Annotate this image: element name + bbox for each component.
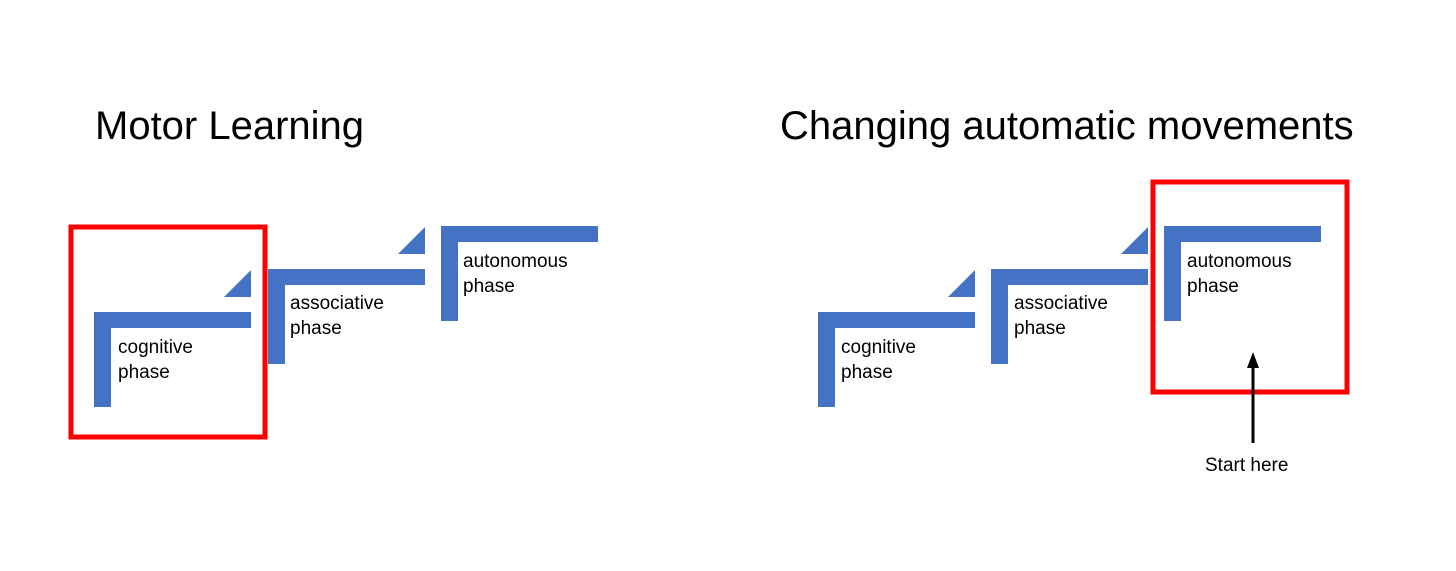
left-step-associative-line2: phase xyxy=(290,318,342,339)
right-step-cognitive-line1: cognitive xyxy=(841,337,916,358)
right-step-connector-1 xyxy=(948,270,975,297)
right-step-associative-line2: phase xyxy=(1014,318,1066,339)
left-step-cognitive-line1: cognitive xyxy=(118,337,193,358)
left-step-associative-shape xyxy=(268,269,425,364)
left-step-associative-line1: associative xyxy=(290,293,384,314)
left-step-connector-1 xyxy=(224,270,251,297)
right-step-autonomous-line2: phase xyxy=(1187,276,1239,297)
left-step-autonomous-shape xyxy=(441,226,598,321)
right-step-cognitive-shape xyxy=(818,312,975,407)
left-step-cognitive-shape xyxy=(94,312,251,407)
right-step-autonomous-line1: autonomous xyxy=(1187,251,1292,272)
right-step-connector-2 xyxy=(1121,227,1148,254)
left-step-autonomous-line1: autonomous xyxy=(463,251,568,272)
right-step-cognitive-label: cognitive phase xyxy=(841,335,916,385)
right-step-associative-label: associative phase xyxy=(1014,291,1108,341)
left-step-cognitive-line2: phase xyxy=(118,362,170,383)
left-highlight-box xyxy=(68,224,268,440)
left-step-connector-2 xyxy=(398,227,425,254)
right-step-cognitive-line2: phase xyxy=(841,362,893,383)
start-here-arrow xyxy=(1247,352,1259,443)
left-title: Motor Learning xyxy=(95,104,365,148)
left-step-autonomous-line2: phase xyxy=(463,276,515,297)
left-step-cognitive-label: cognitive phase xyxy=(118,335,193,385)
right-step-associative-shape xyxy=(991,269,1148,364)
right-step-autonomous-label: autonomous phase xyxy=(1187,249,1292,299)
right-step-associative-line1: associative xyxy=(1014,293,1108,314)
right-step-autonomous-shape xyxy=(1164,226,1321,321)
start-here-label: Start here xyxy=(1205,455,1289,476)
right-highlight-box xyxy=(1150,179,1350,395)
left-step-associative-label: associative phase xyxy=(290,291,384,341)
right-title: Changing automatic movements xyxy=(780,104,1354,148)
left-step-autonomous-label: autonomous phase xyxy=(463,249,568,299)
